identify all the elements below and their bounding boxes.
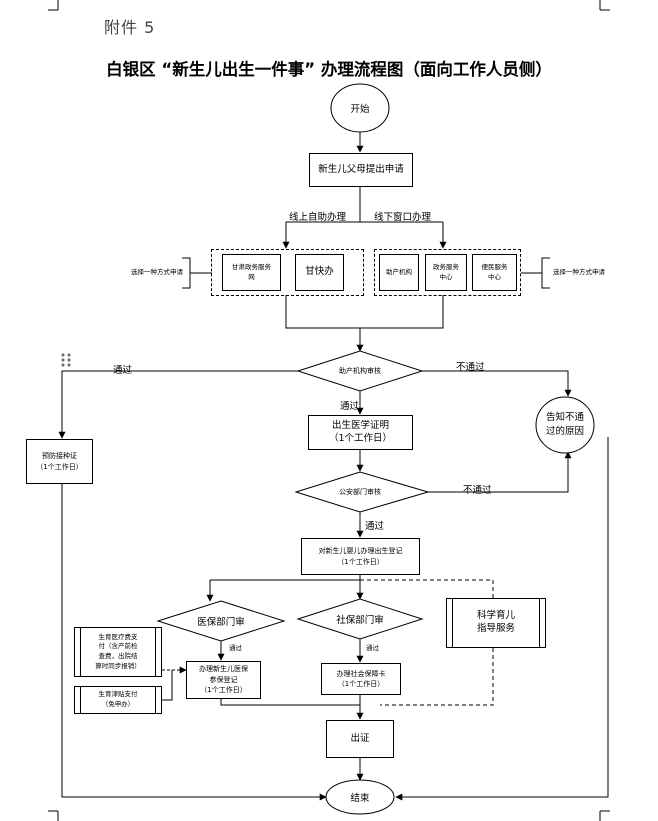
online-group	[211, 249, 364, 296]
choose-right-label: 选择一种方式申请	[553, 268, 605, 276]
page-title: 白银区 “新生儿出生一件事” 办理流程图（面向工作人员侧）	[106, 60, 552, 79]
police-review-label: 公安部门审核	[339, 487, 381, 496]
convenience-box: 便民服务 中心	[472, 254, 517, 291]
maternity-allowance-box: 生育津贴支付 （免申办）	[74, 686, 162, 714]
not-pass-right-label: 不通过	[456, 362, 485, 373]
start-ellipse	[330, 83, 390, 133]
science-parenting-box: 科学育儿 指导服务	[446, 598, 546, 648]
medical-dept-label: 医保部门审	[197, 617, 245, 628]
not-pass-police-label: 不通过	[463, 485, 492, 496]
certificate-box: 出证	[326, 720, 394, 758]
medical-insurance-box: 办理新生儿医保 参保登记 （1个工作日）	[186, 661, 261, 699]
gansu-kuaiban-box: 甘快办	[295, 254, 344, 291]
pass-police-label: 通过	[365, 521, 385, 532]
vaccination-box: 预防接种证 （1个工作日）	[26, 439, 93, 484]
attachment-label: 附件 5	[104, 18, 156, 37]
notify-node: 告知不通 过的原因	[545, 411, 584, 437]
pass-social-label: 通过	[366, 644, 379, 652]
start-node: 开始	[350, 104, 370, 115]
apply-box: 新生儿父母提出申请	[309, 153, 413, 187]
diamond-midwifery-review	[296, 350, 424, 392]
pass-down-label: 通过	[340, 401, 360, 412]
notify-ellipse	[535, 396, 595, 454]
choose-left-label: 选择一种方式申请	[131, 268, 183, 276]
social-dept-label: 社保部门审	[336, 615, 384, 626]
pass-medical-label: 通过	[229, 644, 242, 652]
pass-left-label: 通过	[113, 365, 133, 376]
household-reg-box: 对新生儿婴儿办理出生登记 （1个工作日）	[301, 538, 420, 575]
midwifery-box: 助产机构	[379, 254, 419, 291]
drag-handle-icon[interactable]	[60, 352, 72, 368]
online-label: 线上自助办理	[289, 212, 347, 223]
midwifery-review-label: 助产机构审核	[339, 366, 381, 375]
medical-expense-box: 生育医疗费支 付（含产前检 查费，出院结 算时同步报销）	[74, 627, 162, 677]
diamond-medical-dept	[156, 600, 286, 642]
gansu-service-line2: 网	[248, 272, 255, 281]
end-node: 结束	[350, 793, 370, 804]
diamond-social-dept	[296, 598, 424, 640]
social-card-box: 办理社会保障卡 （1个工作日）	[321, 663, 401, 695]
gansu-service-line1: 甘肃政务服务	[232, 262, 271, 271]
offline-group	[374, 249, 521, 296]
offline-label: 线下窗口办理	[374, 212, 432, 223]
diamond-police-review	[294, 471, 430, 513]
gansu-service-box: 甘肃政务服务 网	[222, 254, 281, 291]
end-ellipse	[325, 779, 395, 815]
gov-service-box: 政务服务 中心	[425, 254, 467, 291]
birth-cert-box: 出生医学证明 （1个工作日）	[308, 415, 413, 450]
